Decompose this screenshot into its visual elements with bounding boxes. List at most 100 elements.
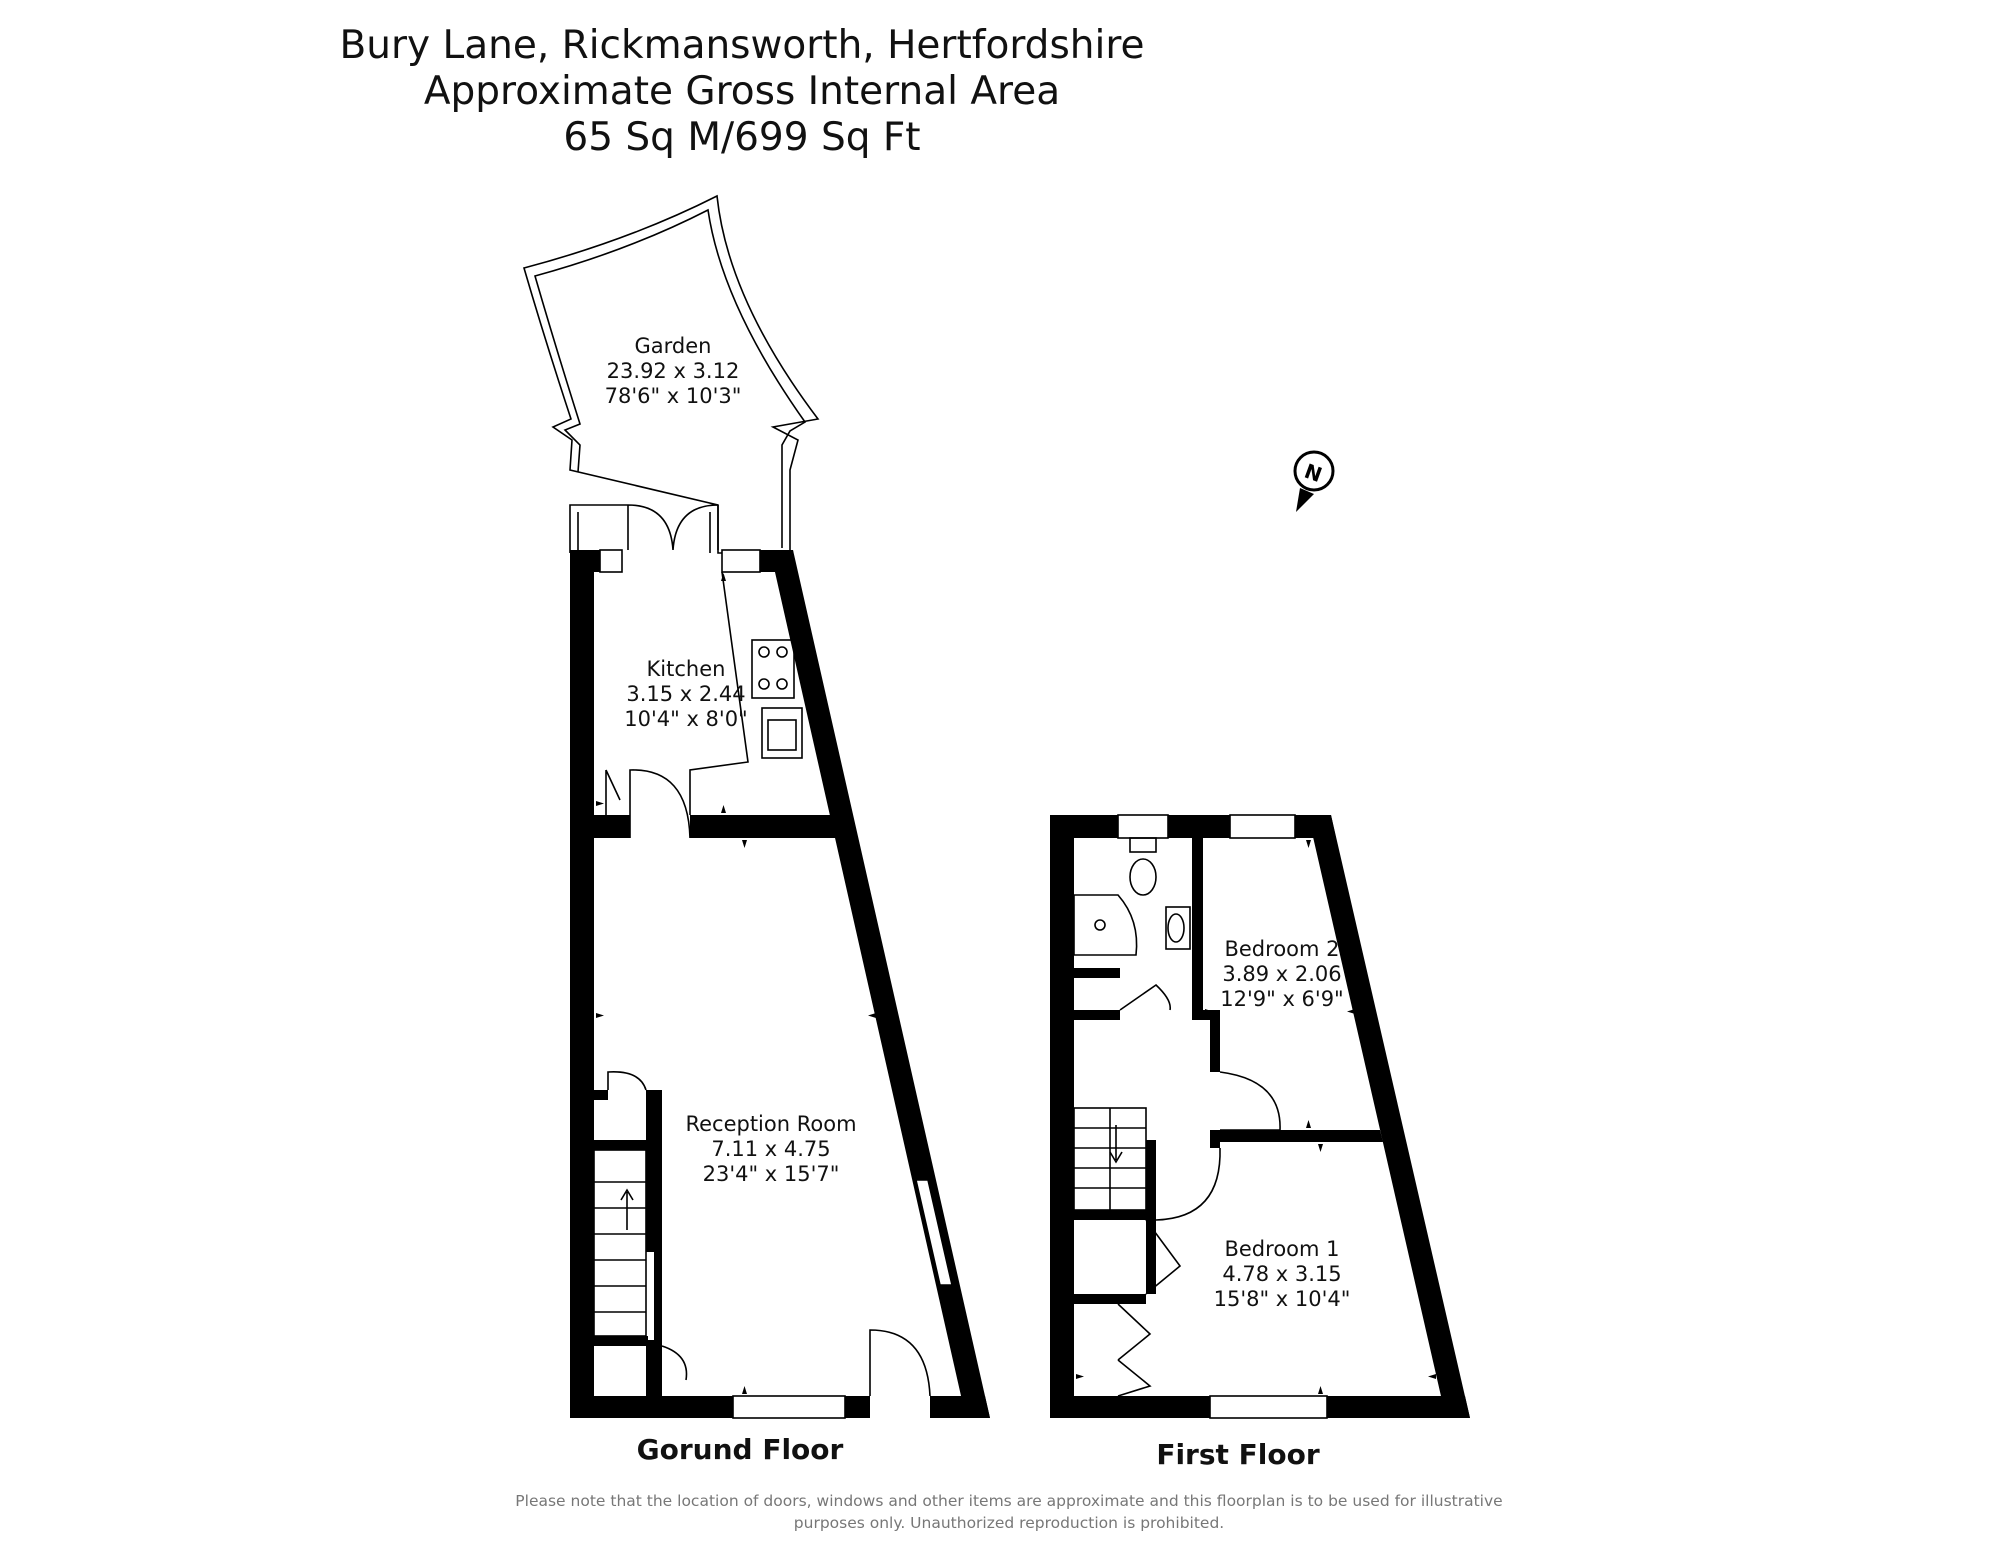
bedroom2-imperial: 12'9" x 6'9": [1220, 987, 1343, 1011]
garden-name: Garden: [635, 334, 712, 358]
dimension-marker: [868, 1013, 876, 1018]
meter-cupboard-door: [648, 1345, 688, 1381]
dimension-marker: [1306, 1120, 1311, 1128]
hob-icon: [751, 639, 795, 699]
hob-burner-icon: [758, 678, 770, 690]
first-top-wall-a: [1050, 815, 1118, 838]
dimension-marker: [742, 1386, 747, 1394]
ground-bottom-wall-mid: [930, 1396, 990, 1418]
kitchen-cupboard-door: [605, 769, 621, 815]
ground-staircase: [593, 1149, 647, 1337]
wardrobe-double-door: [1117, 1303, 1152, 1397]
ground-bottom-wall-left: [570, 1396, 733, 1418]
cupboard-wall-c: [594, 1140, 650, 1150]
toilet-icon: [1129, 858, 1157, 896]
bedroom2-name: Bedroom 2: [1224, 937, 1339, 961]
kitchen-window-right: [721, 549, 761, 573]
hob-burner-icon: [758, 646, 770, 658]
reception-name: Reception Room: [685, 1112, 856, 1136]
first-left-wall: [1050, 815, 1074, 1418]
address-title: Bury Lane, Rickmansworth, Hertfordshire: [340, 23, 1145, 68]
first-right-wall: [1308, 815, 1470, 1418]
dimension-marker: [1428, 1374, 1436, 1379]
bedroom2-bottom-wall: [1210, 1130, 1383, 1142]
bedroom1-metric: 4.78 x 3.15: [1222, 1262, 1341, 1286]
cupboard-door: [607, 1071, 647, 1091]
cupboard-wall-a: [594, 1090, 608, 1100]
disclaimer-line-1: Please note that the location of doors, …: [515, 1492, 1502, 1510]
hob-burner-icon: [776, 678, 788, 690]
kitchen-name: Kitchen: [647, 657, 726, 681]
area-value: 65 Sq M/699 Sq Ft: [563, 115, 920, 160]
kitchen-window-left: [599, 549, 623, 573]
ground-right-wall: [770, 550, 990, 1418]
first-bottom-wall-b: [1327, 1396, 1470, 1418]
ground-bottom-wall-right: [845, 1396, 870, 1418]
garden-imperial: 78'6" x 10'3": [605, 384, 742, 408]
reception-imperial: 23'4" x 15'7": [703, 1162, 840, 1186]
wardrobe-door: [1145, 1219, 1182, 1295]
ground-floor-plan: Kitchen 3.15 x 2.44 10'4" x 8'0" Recepti…: [570, 504, 990, 1419]
dimension-marker: [1076, 1374, 1084, 1379]
dimension-marker: [721, 573, 726, 581]
area-title: Approximate Gross Internal Area: [424, 69, 1060, 114]
kitchen-partition-right: [690, 815, 848, 838]
stair-arrow-icon: [620, 1188, 634, 1230]
dimension-marker: [742, 840, 747, 848]
first-top-wall-c: [1295, 815, 1336, 838]
ground-left-wall: [570, 550, 594, 1396]
bedroom2-door: [1219, 1071, 1281, 1131]
kitchen-metric: 3.15 x 2.44: [626, 682, 745, 706]
bathroom-partition: [1192, 838, 1203, 1020]
garden-outline: [523, 194, 820, 554]
bedroom1-window: [1209, 1395, 1328, 1419]
compass-north-icon: N: [1293, 450, 1335, 512]
bedroom1-door: [1155, 1147, 1221, 1221]
sink-bowl-icon: [767, 719, 797, 751]
kitchen-imperial: 10'4" x 8'0": [624, 707, 747, 731]
kitchen-partition-left: [594, 815, 630, 838]
dimension-marker: [1318, 1386, 1323, 1394]
bathroom-door: [1119, 983, 1172, 1011]
bedroom-partition: [1210, 1130, 1220, 1148]
landing-wall-a: [1192, 1010, 1220, 1072]
ground-top-wall-right: [760, 550, 795, 572]
bedroom2-window: [1229, 814, 1296, 839]
front-door: [869, 1329, 931, 1397]
shower-drain-icon: [1094, 919, 1106, 931]
stair-wall: [1146, 1140, 1156, 1294]
dimension-marker: [1318, 1144, 1323, 1152]
garden-metric: 23.92 x 3.12: [607, 359, 740, 383]
bathroom-bottom-wall: [1074, 1010, 1120, 1020]
toilet-cistern-icon: [1129, 837, 1157, 853]
dimension-marker: [1347, 1009, 1355, 1014]
ground-front-window: [732, 1395, 846, 1419]
bedroom1-name: Bedroom 1: [1224, 1237, 1339, 1261]
kitchen-door: [629, 769, 691, 839]
stair-arrow-icon: [1109, 1125, 1123, 1164]
first-floor-label: First Floor: [1156, 1438, 1320, 1471]
first-bottom-wall-a: [1050, 1396, 1210, 1418]
dimension-marker: [1205, 1009, 1213, 1014]
garden-outline-inner: [534, 208, 807, 553]
basin-bowl-icon: [1167, 913, 1185, 943]
reception-metric: 7.11 x 4.75: [711, 1137, 830, 1161]
basin-icon: [1165, 906, 1191, 950]
kitchen-garden-doors: [627, 504, 719, 551]
bedroom2-metric: 3.89 x 2.06: [1222, 962, 1341, 986]
bedroom1-imperial: 15'8" x 10'4": [1214, 1287, 1351, 1311]
dimension-marker: [596, 801, 604, 806]
garden: Garden 23.92 x 3.12 78'6" x 10'3": [523, 194, 820, 554]
shower-tray-icon: [1073, 894, 1138, 956]
ground-floor-label: Gorund Floor: [637, 1433, 844, 1466]
reception-side-window: [914, 1179, 954, 1286]
cupboard-wall-f: [1074, 1210, 1146, 1220]
first-staircase: [1073, 1107, 1147, 1211]
kitchen-counter: [689, 571, 749, 815]
dimension-marker: [721, 805, 726, 813]
first-floor-plan: Bedroom 2 3.89 x 2.06 12'9" x 6'9" Bedro…: [1050, 814, 1470, 1419]
cupboard-wall-e: [1074, 968, 1120, 978]
hob-burner-icon: [776, 646, 788, 658]
cupboard-wall-g: [1074, 1294, 1146, 1304]
